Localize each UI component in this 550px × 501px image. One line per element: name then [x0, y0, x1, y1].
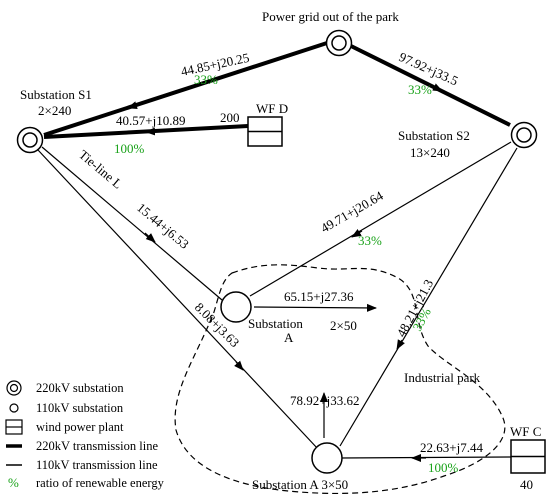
wf-d-wind-plant-icon — [247, 116, 283, 147]
legend-percent-icon: % — [8, 475, 19, 490]
legend-220kv-substation-icon — [6, 380, 22, 396]
substation-a-upper-110kv-icon — [220, 291, 252, 323]
line-tie-l — [41, 146, 223, 301]
arrow-s2-alower — [396, 339, 405, 350]
flow-tie-l: 15.44+j6.53 — [134, 200, 192, 252]
legend-wind-plant-icon — [5, 419, 23, 435]
grid-node-220kv-icon — [325, 29, 353, 57]
substation-a-upper-label: Substation — [248, 316, 303, 331]
substation-s1-capacity: 2×240 — [38, 103, 71, 118]
line-s2-a — [249, 141, 512, 297]
ratio-s2-a: 33% — [358, 233, 382, 248]
arrow-grid-s2 — [432, 83, 443, 92]
wf-c-wind-plant-icon — [510, 439, 546, 474]
flow-wfd-s1: 40.57+j10.89 — [116, 113, 185, 128]
legend-label-110kv-substation: 110kV substation — [36, 401, 124, 415]
diagram-title: Power grid out of the park — [262, 9, 399, 24]
legend-label-renewable-ratio: ratio of renewable energy — [36, 476, 165, 490]
arrow-tie-l — [144, 232, 156, 243]
substation-a-lower-110kv-icon — [311, 442, 343, 474]
ratio-grid-s1: 33% — [194, 72, 218, 87]
arrow-wfd-s1 — [145, 127, 201, 136]
substation-a-upper-label-2: A — [284, 330, 294, 345]
line-grid-s2 — [350, 44, 511, 127]
legend-label-110kv-line: 110kV transmission line — [36, 458, 158, 472]
wf-d-capacity: 200 — [220, 110, 240, 125]
ratio-wfd-s1: 100% — [114, 141, 145, 156]
substation-s1-label: Substation S1 — [20, 87, 92, 102]
flow-s2-a: 49.71+j20.64 — [318, 188, 386, 236]
legend-label-220kv-line: 220kV transmission line — [36, 439, 158, 453]
flow-wfc-alower: 22.63+j7.44 — [420, 440, 483, 455]
industrial-park-label: Industrial park — [404, 370, 481, 385]
line-s1-alower — [37, 149, 319, 450]
substation-s2-label: Substation S2 — [398, 128, 470, 143]
line-s2-alower — [339, 147, 518, 447]
flow-alower-load: 78.92+j33.62 — [290, 393, 359, 408]
legend: 220kV substation 110kV substation wind p… — [5, 380, 165, 490]
legend-label-wind-plant: wind power plant — [36, 420, 124, 434]
flow-a-out: 65.15+j27.36 — [284, 289, 354, 304]
legend-label-220kv-substation: 220kV substation — [36, 381, 124, 395]
wf-d-label: WF D — [256, 101, 288, 116]
arrow-grid-s1 — [127, 78, 219, 110]
arrow-s1-alower — [234, 360, 244, 371]
substation-s2-capacity: 13×240 — [410, 145, 450, 160]
arrow-s2-a — [351, 228, 363, 238]
substation-a-lower-label: Substation A 3×50 — [252, 477, 348, 492]
legend-110kv-substation-icon — [9, 403, 19, 413]
wf-c-label: WF C — [510, 424, 541, 439]
wf-c-capacity: 40 — [520, 477, 533, 492]
substation-s1-220kv-icon — [16, 126, 44, 154]
substation-s2-220kv-icon — [510, 121, 538, 149]
ratio-wfc-alower: 100% — [428, 460, 459, 475]
substation-a-upper-capacity: 2×50 — [330, 318, 357, 333]
ratio-grid-s2: 33% — [408, 82, 432, 97]
arrow-a-out — [253, 303, 377, 312]
